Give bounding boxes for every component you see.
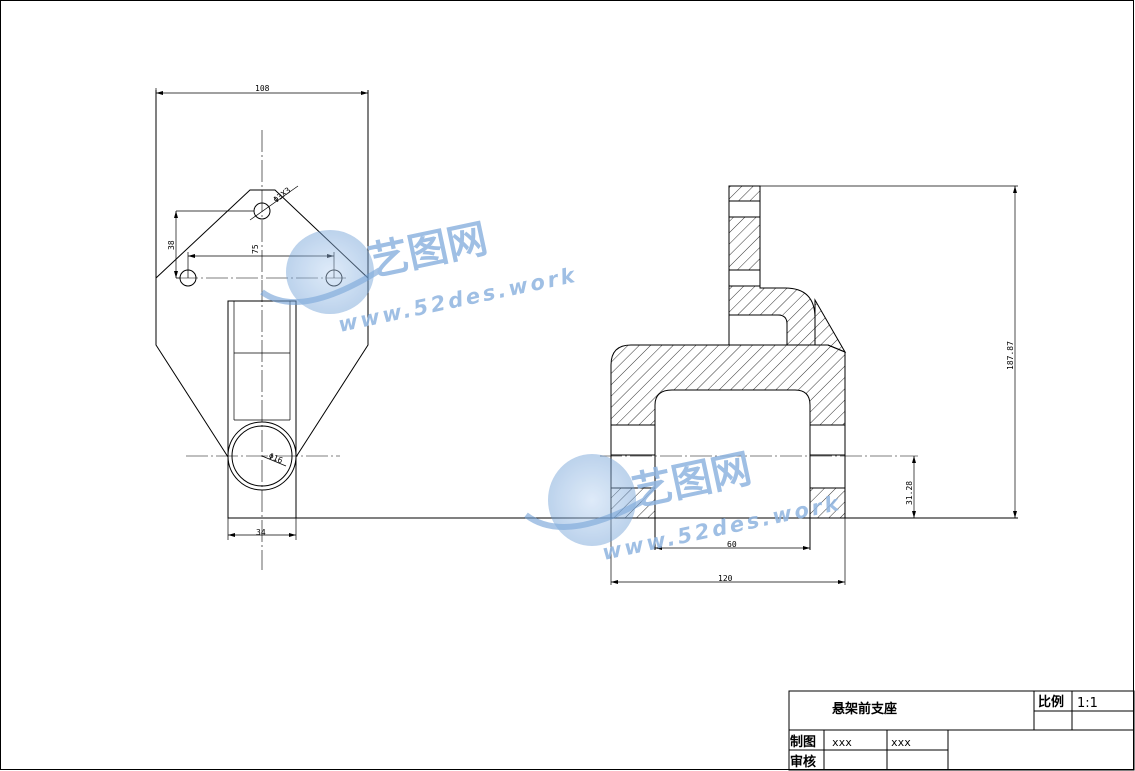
scale-label: 比例 — [1038, 694, 1064, 710]
dim-bore: Φ16 — [267, 452, 284, 466]
dim-inner-width: 60 — [727, 540, 737, 549]
dim-hole-pitch-h: 75 — [251, 244, 260, 254]
watermark-2: 艺图网 www.52des.work — [524, 446, 844, 565]
watermark-cn: 艺图网 — [365, 216, 492, 286]
watermark-cn: 艺图网 — [629, 446, 756, 516]
checked-label: 审核 — [790, 754, 816, 770]
scale-value: 1:1 — [1077, 696, 1098, 711]
dim-top-width: 108 — [255, 84, 270, 93]
title-block: 悬架前支座 比例 1:1 制图 xxx xxx 审核 — [788, 690, 1135, 771]
drawn-by: xxx — [832, 736, 852, 749]
dim-height-bore: 31.28 — [905, 481, 914, 505]
drawn-by-2: xxx — [891, 736, 911, 749]
dim-base-width: 34 — [256, 528, 266, 537]
dim-outer-width: 120 — [718, 574, 733, 583]
front-view: 108 38 75 Φ3X3 Φ16 34 — [155, 84, 369, 570]
drawn-label: 制图 — [790, 734, 816, 750]
globe-logo-icon — [548, 454, 636, 546]
dim-height-total: 187.87 — [1006, 341, 1015, 370]
dim-hole-pitch-v: 38 — [167, 240, 176, 250]
watermark-1: 艺图网 www.52des.work — [260, 216, 580, 337]
part-name: 悬架前支座 — [832, 701, 897, 717]
dim-hole-spec: Φ3X3 — [272, 186, 293, 205]
globe-logo-icon — [286, 230, 374, 314]
section-view: 187.87 31.28 60 120 — [296, 185, 1018, 585]
